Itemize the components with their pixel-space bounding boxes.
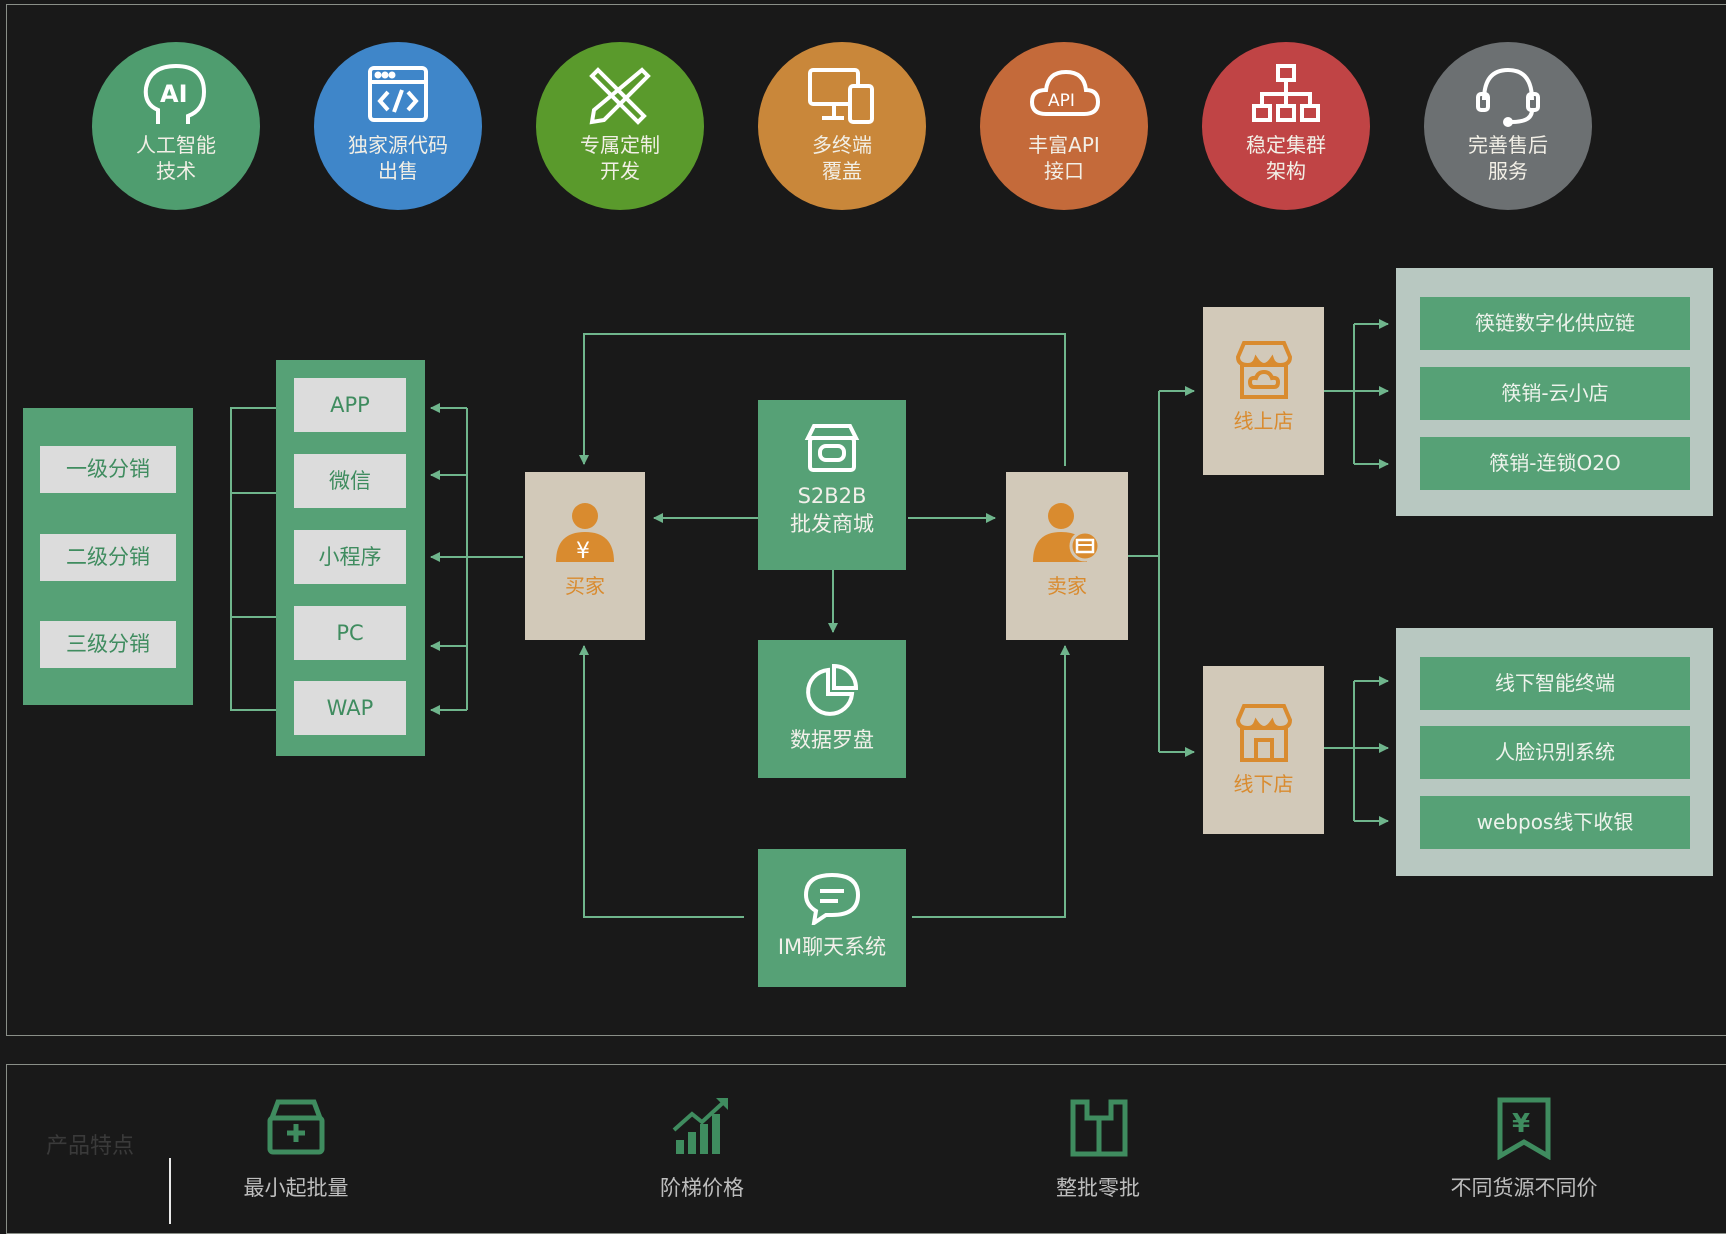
- feature-ai-line2: 技术: [156, 159, 196, 183]
- buyer-label: 买家: [565, 574, 605, 598]
- price-tag-icon: ¥: [1497, 1097, 1551, 1160]
- svg-text:¥: ¥: [576, 539, 590, 564]
- feature-api: API 丰富API 接口: [980, 42, 1148, 210]
- feature-wholesale-retail: 整批零批: [1056, 1176, 1140, 1200]
- mall-label-2: 批发商城: [790, 512, 874, 536]
- tiered-price-icon: [672, 1098, 728, 1154]
- feature-after-sales-line1: 完善售后: [1468, 133, 1548, 157]
- bag-icon: [1070, 1099, 1128, 1157]
- offline-store-node: 线下店: [1203, 666, 1324, 834]
- feature-tiered-price: 阶梯价格: [660, 1176, 744, 1200]
- feature-min-batch: 最小起批量: [243, 1176, 349, 1200]
- feature-custom-dev: 专属定制 开发: [536, 42, 704, 210]
- offline-store-icon: [1235, 704, 1292, 762]
- seller-node: 卖家: [1006, 472, 1128, 640]
- feature-after-sales: 完善售后 服务: [1424, 42, 1592, 210]
- svg-text:AI: AI: [160, 80, 188, 108]
- im-node: IM聊天系统: [758, 849, 906, 987]
- headset-icon: [1476, 67, 1540, 127]
- channel-mini-program: 小程序: [294, 530, 406, 584]
- diagram-frame: [6, 4, 1726, 1036]
- svg-text:¥: ¥: [1512, 1109, 1530, 1139]
- feature-multi-terminal-line1: 多终端: [812, 133, 872, 157]
- offline-service-face-recognition: 人脸识别系统: [1420, 726, 1690, 779]
- online-service-supply-chain: 筷链数字化供应链: [1420, 297, 1690, 350]
- feature-api-line2: 接口: [1044, 159, 1084, 183]
- data-compass-node: 数据罗盘: [758, 640, 906, 778]
- feature-cluster-line1: 稳定集群: [1246, 133, 1326, 157]
- chat-bubble-icon: [803, 872, 861, 925]
- data-compass-label: 数据罗盘: [790, 728, 874, 752]
- feature-multi-terminal-line2: 覆盖: [822, 159, 862, 183]
- distribution-level-3: 三级分销: [40, 621, 176, 668]
- feature-api-line1: 丰富API: [1028, 133, 1100, 157]
- feature-cluster-line2: 架构: [1266, 159, 1306, 183]
- channel-wechat: 微信: [294, 454, 406, 508]
- multi-device-icon: [808, 68, 874, 124]
- box-icon: [267, 1099, 325, 1155]
- cluster-tree-icon: [1252, 64, 1320, 122]
- seller-icon: [1033, 503, 1101, 562]
- seller-label: 卖家: [1047, 574, 1087, 598]
- feature-custom-dev-line1: 专属定制: [580, 133, 660, 157]
- feature-multi-terminal: 多终端 覆盖: [758, 42, 926, 210]
- api-cloud-icon: API: [1029, 69, 1101, 116]
- online-store-label: 线上店: [1233, 409, 1294, 433]
- im-label: IM聊天系统: [777, 935, 887, 959]
- offline-store-label: 线下店: [1233, 772, 1294, 796]
- feature-source-price: 不同货源不同价: [1450, 1176, 1598, 1200]
- feature-source-code: 独家源代码 出售: [314, 42, 482, 210]
- online-service-cloud-shop: 筷销-云小店: [1420, 367, 1690, 420]
- online-store-icon: [1235, 341, 1292, 399]
- buyer-node: ¥ 买家: [525, 472, 645, 640]
- pencil-ruler-icon: [589, 67, 651, 125]
- feature-cluster: 稳定集群 架构: [1202, 42, 1370, 210]
- distribution-level-1: 一级分销: [40, 446, 176, 493]
- distribution-level-2: 二级分销: [40, 534, 176, 581]
- feature-source-code-line2: 出售: [378, 159, 418, 183]
- channel-app: APP: [294, 378, 406, 432]
- ai-head-icon: AI: [143, 63, 207, 124]
- buyer-icon: ¥: [556, 503, 614, 564]
- mall-node: S2B2B 批发商城: [758, 400, 906, 570]
- online-store-node: 线上店: [1203, 307, 1324, 475]
- svg-text:API: API: [1048, 91, 1075, 111]
- pie-chart-icon: [806, 663, 859, 716]
- mall-label-1: S2B2B: [797, 484, 867, 508]
- feature-source-code-line1: 独家源代码: [348, 133, 448, 157]
- channel-wap: WAP: [294, 681, 406, 735]
- channel-pc: PC: [294, 606, 406, 660]
- feature-after-sales-line2: 服务: [1488, 159, 1528, 183]
- store-coupon-icon: [804, 424, 860, 472]
- product-features-heading: 产品特点: [45, 1134, 134, 1159]
- bottom-divider: [169, 1158, 171, 1224]
- feature-ai-line1: 人工智能: [136, 133, 216, 157]
- code-window-icon: [368, 66, 428, 122]
- online-service-chain-o2o: 筷销-连锁O2O: [1420, 437, 1690, 490]
- offline-service-webpos: webpos线下收银: [1420, 796, 1690, 849]
- feature-ai: AI 人工智能 技术: [92, 42, 260, 210]
- feature-custom-dev-line2: 开发: [600, 159, 640, 183]
- offline-service-terminal: 线下智能终端: [1420, 657, 1690, 710]
